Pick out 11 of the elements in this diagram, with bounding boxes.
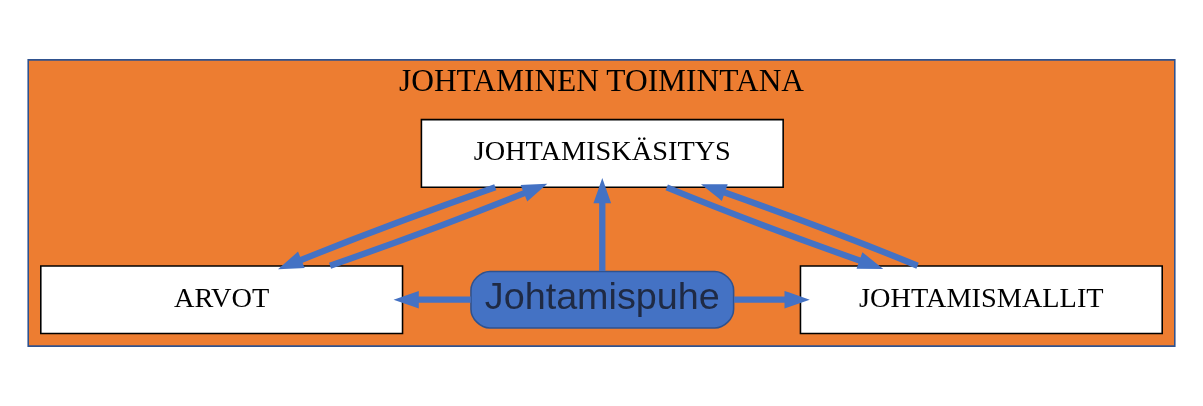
node-box: JOHTAMISMALLIT [799,265,1163,335]
arrow [700,184,919,269]
arrow [734,290,810,309]
node-box: Johtamispuhe [470,270,735,329]
arrow [393,290,471,309]
arrow [329,183,548,269]
arrow [277,184,497,270]
arrow [593,178,612,272]
arrow [665,184,884,269]
node-box: ARVOT [40,265,404,335]
node-box: JOHTAMISKÄSITYS [420,118,784,189]
